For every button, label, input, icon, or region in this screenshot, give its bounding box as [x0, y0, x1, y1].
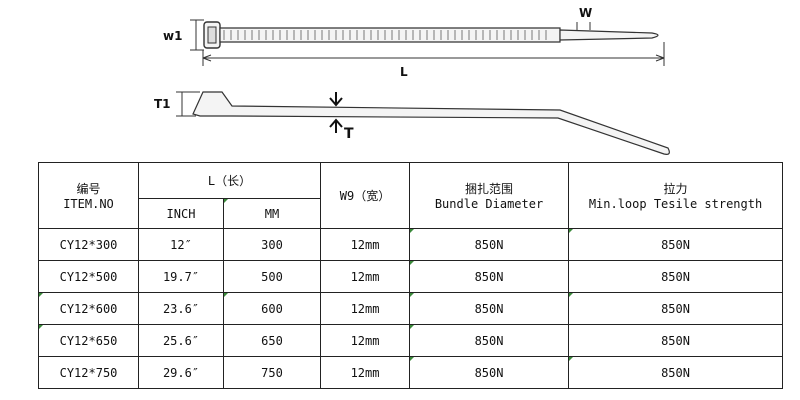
header-inch: INCH: [138, 198, 224, 229]
w1-label: w1: [163, 29, 182, 43]
cell-inch: 29.6″: [138, 356, 224, 389]
header-item-cn: 编号: [76, 182, 101, 196]
cell-mm: 300: [222, 228, 322, 261]
cell-bundle: 850N: [409, 260, 570, 293]
t1-dimension: [176, 91, 200, 117]
cell-item: CY12*600: [38, 292, 139, 325]
cell-tensile: 850N: [568, 356, 784, 389]
cell-width: 12mm: [320, 228, 411, 261]
cell-width: 12mm: [320, 260, 411, 293]
table-subheader-row: INCH MM: [39, 198, 783, 229]
cell-inch: 23.6″: [138, 292, 224, 325]
table-row: CY12*300 12″ 300 12mm 850N 850N: [38, 228, 784, 261]
spec-table: 编号 ITEM.NO L（长） W9（宽） 捆扎范围 Bundle Diamet…: [38, 162, 784, 389]
table-row: CY12*650 25.6″ 650 12mm 850N 850N: [38, 324, 784, 357]
l-label: L: [400, 65, 408, 79]
cell-bundle: 850N: [409, 228, 570, 261]
header-tensile-en: Min.loop Tesile strength: [588, 197, 763, 211]
cell-item: CY12*300: [38, 228, 139, 261]
cell-tensile: 850N: [568, 324, 784, 357]
cable-tie-teeth: [223, 30, 547, 40]
table-row: CY12*750 29.6″ 750 12mm 850N 850N: [38, 356, 784, 389]
header-tensile: 拉力 Min.loop Tesile strength: [568, 162, 784, 229]
cell-item: CY12*650: [38, 324, 139, 357]
cell-tensile: 850N: [568, 228, 784, 261]
header-tensile-cn: 拉力: [663, 182, 688, 196]
header-length: L（长）: [137, 162, 322, 199]
cell-bundle: 850N: [409, 324, 570, 357]
cell-width: 12mm: [320, 356, 411, 389]
cell-width: 12mm: [320, 292, 411, 325]
header-width: W9（宽）: [320, 162, 411, 229]
cell-item: CY12*750: [38, 356, 139, 389]
header-bundle-cn: 捆扎范围: [465, 182, 514, 196]
w-label: W: [579, 6, 592, 20]
cell-bundle: 850N: [409, 292, 570, 325]
t-label: T: [344, 126, 354, 142]
cable-tie-side-view: [192, 91, 670, 155]
table-row: CY12*600 23.6″ 600 12mm 850N 850N: [38, 292, 784, 325]
header-item: 编号 ITEM.NO: [38, 162, 139, 229]
cell-width: 12mm: [320, 324, 411, 357]
header-bundle-en: Bundle Diameter: [434, 197, 544, 211]
cell-inch: 25.6″: [138, 324, 224, 357]
header-bundle: 捆扎范围 Bundle Diameter: [409, 162, 570, 229]
header-mm: MM: [222, 198, 322, 229]
cell-mm: 750: [222, 356, 322, 389]
w1-dimension: [190, 19, 204, 51]
cell-tensile: 850N: [568, 260, 784, 293]
l-dimension: [202, 42, 665, 66]
cell-inch: 19.7″: [138, 260, 224, 293]
cell-tensile: 850N: [568, 292, 784, 325]
cell-mm: 650: [222, 324, 322, 357]
cell-inch: 12″: [138, 228, 224, 261]
cell-mm: 500: [222, 260, 322, 293]
cable-tie-top-view: [203, 21, 659, 49]
cell-item: CY12*500: [38, 260, 139, 293]
w-dimension: [576, 22, 591, 30]
cell-mm: 600: [222, 292, 322, 325]
cable-tie-drawing: w1 W L T1 T: [154, 6, 670, 155]
t-dimension: [329, 92, 343, 133]
header-item-en: ITEM.NO: [63, 197, 114, 211]
t1-label: T1: [154, 97, 171, 111]
table-header-row: 编号 ITEM.NO L（长） W9（宽） 捆扎范围 Bundle Diamet…: [38, 162, 784, 229]
table-row: CY12*500 19.7″ 500 12mm 850N 850N: [38, 260, 784, 293]
cell-bundle: 850N: [409, 356, 570, 389]
